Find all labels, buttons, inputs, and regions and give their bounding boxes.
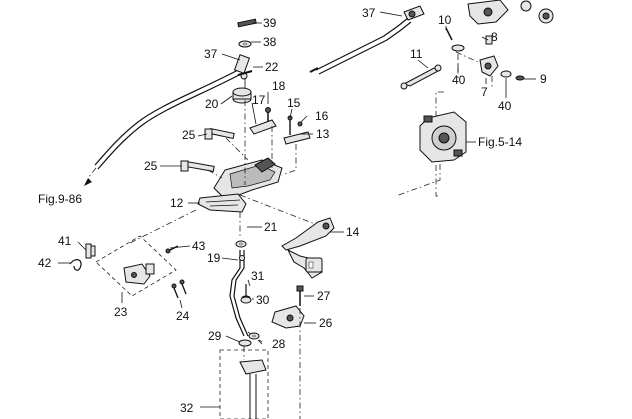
- callout-12: 12: [170, 196, 184, 210]
- callout-43: 43: [192, 239, 206, 253]
- callout-37: 37: [204, 47, 218, 61]
- callout-31: 31: [251, 269, 265, 283]
- callout-9: 9: [540, 72, 547, 86]
- arrow-icon: [84, 178, 92, 186]
- callout-15: 15: [287, 96, 301, 110]
- callout-41: 41: [58, 234, 72, 248]
- callout-13: 13: [316, 127, 330, 141]
- rod-assembly-32: [200, 349, 269, 419]
- callout-labels: 39 38 37 22 18 20 17 15 16 25 13 25 12 2…: [38, 6, 547, 415]
- callout-11: 11: [410, 47, 423, 61]
- lever-26: [247, 285, 305, 419]
- washers-lower: [238, 332, 260, 360]
- throttle-cable-right: [309, 5, 425, 75]
- callout-10: 10: [438, 13, 452, 27]
- clip-parts: [69, 243, 96, 271]
- top-right-bracket: [445, 0, 554, 45]
- pin-and-washer: [240, 284, 252, 304]
- washer-21: [235, 240, 247, 248]
- callout-14: 14: [346, 225, 360, 239]
- lever-14: [281, 217, 335, 279]
- bolts-25: [180, 127, 235, 172]
- callout-18: 18: [272, 79, 286, 93]
- link-rod-19: [229, 250, 249, 337]
- callout-38: 38: [263, 35, 277, 49]
- callout-40-right: 40: [498, 99, 512, 113]
- callout-16: 16: [315, 109, 329, 123]
- callout-17: 17: [252, 93, 266, 107]
- callout-25-upper: 25: [182, 128, 196, 142]
- bushing-stack: [232, 70, 277, 135]
- callout-7: 7: [481, 85, 488, 99]
- callout-40-left: 40: [452, 73, 466, 87]
- callout-27: 27: [317, 289, 331, 303]
- callout-19: 19: [207, 251, 221, 265]
- callout-28: 28: [272, 337, 286, 351]
- callout-29: 29: [208, 329, 222, 343]
- link-11: [400, 64, 442, 90]
- callout-23: 23: [114, 305, 128, 319]
- callout-32: 32: [180, 401, 194, 415]
- callout-21: 21: [264, 220, 278, 234]
- leader-lines: [58, 11, 536, 345]
- callout-20: 20: [205, 97, 219, 111]
- assembly-lines-center: [127, 100, 321, 245]
- small-bolts: [283, 115, 311, 145]
- callout-22: 22: [265, 60, 279, 74]
- callout-42: 42: [38, 256, 52, 270]
- callout-39: 39: [263, 16, 277, 30]
- throttle-body-unit: [419, 111, 467, 163]
- callout-37-right: 37: [362, 6, 376, 20]
- callout-24: 24: [176, 309, 190, 323]
- pivot-7: [451, 44, 525, 81]
- control-cable-left: [84, 69, 242, 186]
- callout-26: 26: [319, 316, 333, 330]
- callout-30: 30: [256, 293, 270, 307]
- callout-8: 8: [491, 30, 498, 44]
- sub-assembly-23: [95, 235, 187, 299]
- figure-references: Fig.9-86 Fig.5-14: [38, 135, 522, 206]
- fig-ref-5-14: Fig.5-14: [478, 135, 522, 149]
- cable-end-hardware: [233, 18, 257, 88]
- fig-ref-9-86: Fig.9-86: [38, 192, 82, 206]
- callout-25-lower: 25: [144, 159, 158, 173]
- control-bracket-12: [197, 157, 283, 213]
